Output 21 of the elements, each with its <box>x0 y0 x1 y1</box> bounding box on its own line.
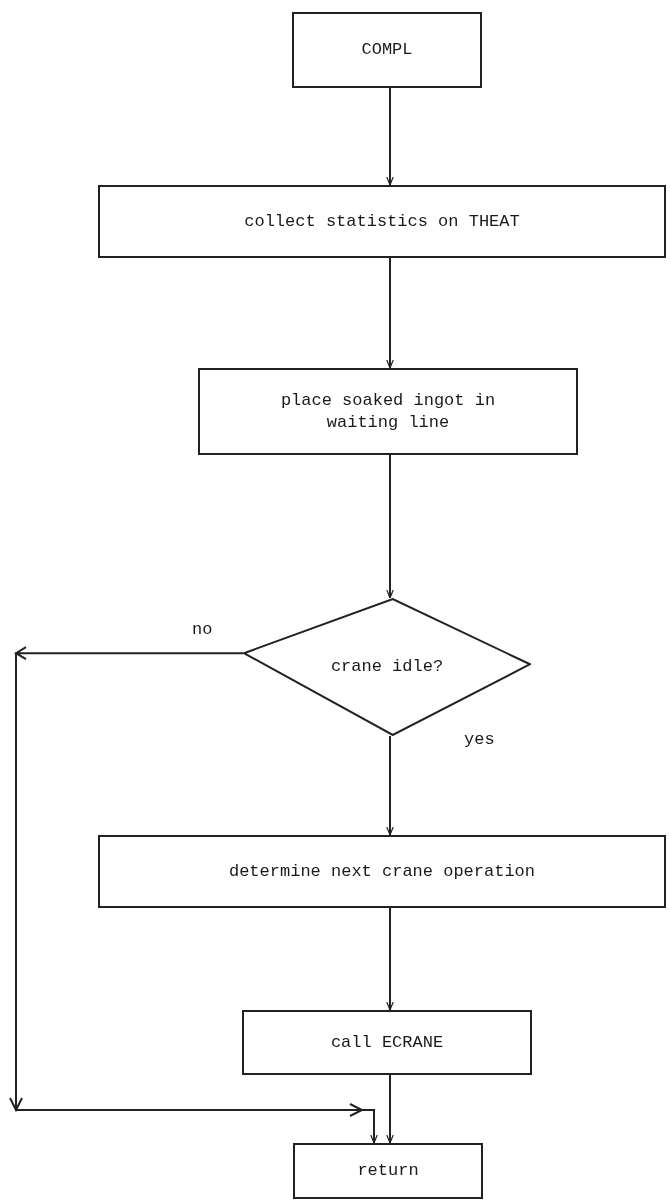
node-text: return <box>356 1160 420 1182</box>
decision-diamond <box>243 598 531 736</box>
node-text: COMPL <box>360 39 414 61</box>
process-box <box>198 368 578 455</box>
process-box <box>293 1143 483 1199</box>
node-text: place soaked ingot in waiting line <box>279 390 497 433</box>
arrow <box>386 735 394 836</box>
node-text: call ECRANE <box>329 1031 445 1054</box>
process-box <box>98 835 666 908</box>
process-box <box>98 185 666 258</box>
process-box <box>242 1010 532 1075</box>
arrow <box>386 907 394 1011</box>
node-text: crane idle? <box>329 656 445 678</box>
node-text: determine next crane operation <box>227 860 537 883</box>
arrow <box>386 87 394 186</box>
process-box <box>292 12 482 88</box>
arrow <box>386 257 394 369</box>
arrow <box>386 1074 394 1144</box>
node-text: collect statistics on THEAT <box>243 210 521 233</box>
arrow <box>386 454 394 599</box>
arrow <box>9 646 378 1144</box>
